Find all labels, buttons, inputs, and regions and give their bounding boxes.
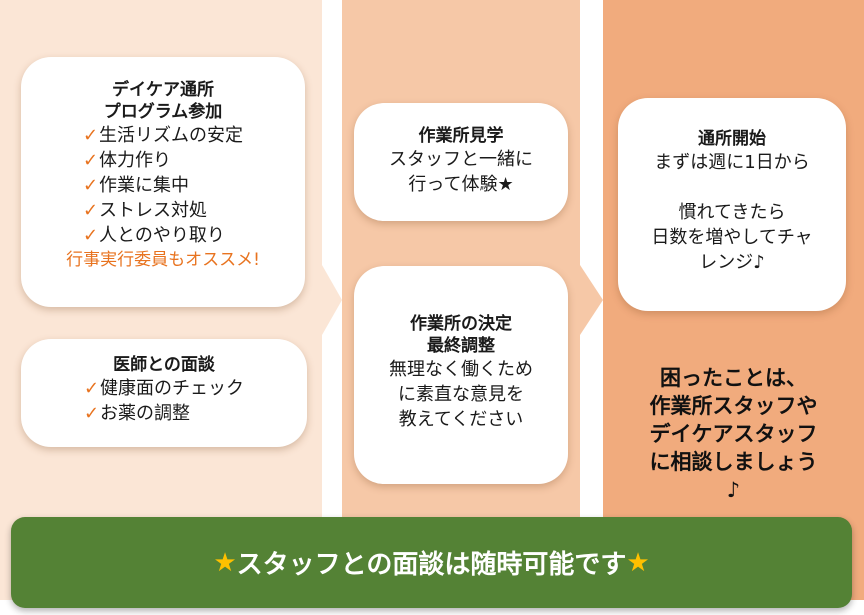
advice-line: ♪ [726,478,741,502]
list-item: ✓生活リズムの安定 [82,125,244,146]
decide-line: に素直な意見を [398,384,524,405]
start-title: 通所開始 [698,129,766,149]
decide-title-line2: 最終調整 [427,336,495,356]
start-line: 慣れてきたら [678,202,786,223]
start-line: 日数を増やしてチャ [651,227,813,248]
list-item: ✓健康面のチェック [83,378,245,399]
spacer [618,175,846,200]
daycare-title-line2: プログラム参加 [103,102,223,122]
daycare-program-card: デイケア通所 プログラム参加 ✓生活リズムの安定 ✓体力作り ✓作業に集中 ✓ス… [21,57,305,307]
banner-text: スタッフとの面談は随時可能です [236,550,627,580]
check-icon: ✓ [82,150,99,171]
advice-line: に相談しましょう [649,450,818,474]
arrow-chevron-2 [580,265,603,335]
visit-line: 行って体験★ [408,174,514,195]
check-icon: ✓ [83,378,100,399]
list-item: ✓体力作り [82,150,172,171]
list-item: ✓お薬の調整 [83,403,191,424]
advice-line: デイケアスタッフ [649,422,818,446]
list-item: ✓作業に集中 [82,175,190,196]
attendance-start-card: 通所開始 まずは週に1日から 慣れてきたら 日数を増やしてチャ レンジ♪ [618,98,846,311]
workplace-decision-card: 作業所の決定 最終調整 無理なく働くため に素直な意見を 教えてください [354,266,568,484]
check-icon: ✓ [82,175,99,196]
start-line: まずは週に1日から [654,152,810,173]
daycare-recommendation-note: 行事実行委員もオススメ! [66,250,260,270]
check-icon: ✓ [82,225,99,246]
consultation-advice: 困ったことは、 作業所スタッフや デイケアスタッフ に相談しましょう ♪ [606,364,861,504]
check-icon: ✓ [83,403,100,424]
start-line: レンジ♪ [699,252,765,273]
visit-title: 作業所見学 [418,126,504,146]
star-icon: ★ [626,547,650,578]
advice-line: 作業所スタッフや [649,394,818,418]
daycare-title-line1: デイケア通所 [112,80,214,100]
doctor-title: 医師との面談 [113,355,215,375]
decide-line: 教えてください [398,409,524,430]
decide-line: 無理なく働くため [389,359,533,380]
workplace-visit-card: 作業所見学 スタッフと一緒に 行って体験★ [354,103,568,221]
star-icon: ★ [213,547,237,578]
advice-line: 困ったことは、 [660,366,807,390]
check-icon: ✓ [82,125,99,146]
check-icon: ✓ [82,200,99,221]
visit-line: スタッフと一緒に [389,149,533,170]
staff-interview-banner: ★ スタッフとの面談は随時可能です ★ [11,517,852,608]
arrow-chevron-1 [322,0,342,600]
list-item: ✓人とのやり取り [82,225,225,246]
list-item: ✓ストレス対処 [82,200,208,221]
decide-title-line1: 作業所の決定 [410,314,512,334]
doctor-interview-card: 医師との面談 ✓健康面のチェック ✓お薬の調整 [21,339,307,447]
daycare-benefit-list: ✓生活リズムの安定 ✓体力作り ✓作業に集中 ✓ストレス対処 ✓人とのやり取り [83,123,243,248]
doctor-check-list: ✓健康面のチェック ✓お薬の調整 [84,376,244,426]
